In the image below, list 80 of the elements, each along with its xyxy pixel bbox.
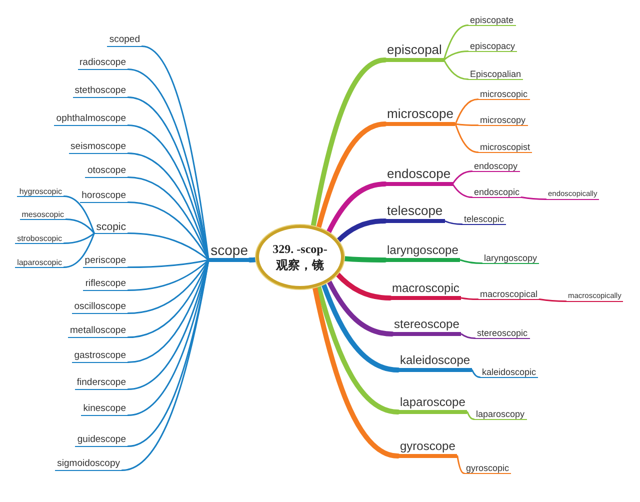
branch-line xyxy=(127,259,210,268)
branch-label: stereoscope xyxy=(392,318,462,336)
branch-line xyxy=(127,259,210,364)
branch-line xyxy=(452,170,473,185)
branch-label: gyroscope xyxy=(398,440,458,458)
branch-label: horoscope xyxy=(80,191,128,203)
branch-label: microscopic xyxy=(478,88,530,100)
branch-label: episcopacy xyxy=(468,40,518,52)
branch-label: stethoscope xyxy=(72,86,128,98)
branch-label: gastroscope xyxy=(72,351,128,363)
branch-line xyxy=(127,259,210,292)
branch-line xyxy=(456,455,465,474)
branch-label: stereoscopic xyxy=(475,328,530,339)
branch-line xyxy=(460,297,479,300)
branch-line xyxy=(460,333,476,340)
branch-line xyxy=(127,202,210,261)
branch-line xyxy=(63,196,95,234)
branch-line xyxy=(63,232,95,244)
branch-label: macroscopical xyxy=(478,288,540,300)
branch-line xyxy=(334,272,392,300)
branch-label: seismoscope xyxy=(68,142,128,154)
branch-line xyxy=(538,298,567,302)
branch-label: laryngoscopy xyxy=(482,252,540,264)
branch-line xyxy=(454,123,479,154)
branch-label: radioscope xyxy=(78,58,128,70)
branch-line xyxy=(63,232,95,268)
branch-label: laparoscopic xyxy=(15,258,64,268)
branch-line xyxy=(520,196,547,200)
branch-line xyxy=(127,176,210,261)
branch-label: riflescope xyxy=(83,279,128,291)
branch-label: laryngoscope xyxy=(385,244,460,262)
branch-label: macroscopic xyxy=(390,282,462,300)
branch-label: scoped xyxy=(107,35,142,47)
branch-label: endoscope xyxy=(385,167,453,186)
branch-label: microscope xyxy=(385,107,456,126)
branch-label: telescopic xyxy=(462,214,506,225)
branch-label: microscopist xyxy=(478,142,532,153)
branch-line xyxy=(454,98,479,125)
branch-line xyxy=(65,218,95,234)
branch-label: kinescope xyxy=(81,404,128,416)
branch-label: hygroscopic xyxy=(17,186,64,197)
branch-line xyxy=(454,123,479,126)
branch-label: kaleidoscopic xyxy=(480,366,538,378)
branch-label: scope xyxy=(208,242,250,262)
branch-label: finderscope xyxy=(74,378,128,390)
branch-label: endoscopic xyxy=(472,186,522,198)
branch-label: episcopate xyxy=(468,14,516,26)
branch-line xyxy=(127,232,210,261)
branch-label: kaleidoscope xyxy=(398,354,472,372)
branch-line xyxy=(443,50,469,61)
branch-label: mesoscopic xyxy=(20,210,66,220)
branch-label: otoscope xyxy=(85,166,128,178)
branch-line xyxy=(443,24,469,61)
branch-line xyxy=(127,259,210,314)
branch-label: gyroscopic xyxy=(464,462,512,474)
central-ellipse xyxy=(256,225,344,289)
branch-line xyxy=(444,220,463,226)
branch-label: metalloscope xyxy=(68,326,128,338)
branch-line xyxy=(336,218,388,244)
branch-label: Episcopalian xyxy=(468,68,524,80)
branch-line xyxy=(466,411,475,420)
branch-label: laparoscope xyxy=(398,396,468,414)
branch-label: telescope xyxy=(385,204,445,223)
branch-label: scopic xyxy=(94,220,128,234)
branch-label: ophthalmoscope xyxy=(54,114,128,126)
branch-line xyxy=(452,183,473,198)
branch-line xyxy=(471,369,481,378)
title-text: 观察，镜 xyxy=(276,257,324,274)
branch-label: guidescope xyxy=(75,435,128,447)
title-text: 329. -scop- xyxy=(272,240,328,257)
branch-label: episcopal xyxy=(385,43,444,62)
branch-label: stroboscopic xyxy=(15,234,64,244)
branch-label: periscope xyxy=(82,256,128,268)
branch-label: microscopy xyxy=(478,114,528,126)
branch-label: oscilloscope xyxy=(72,302,128,314)
branch-label: sigmoidoscopy xyxy=(55,459,122,471)
branch-line xyxy=(460,259,483,264)
branch-label: laparoscopy xyxy=(474,408,527,420)
branch-label: endoscopy xyxy=(472,160,520,172)
branch-line xyxy=(443,59,469,80)
